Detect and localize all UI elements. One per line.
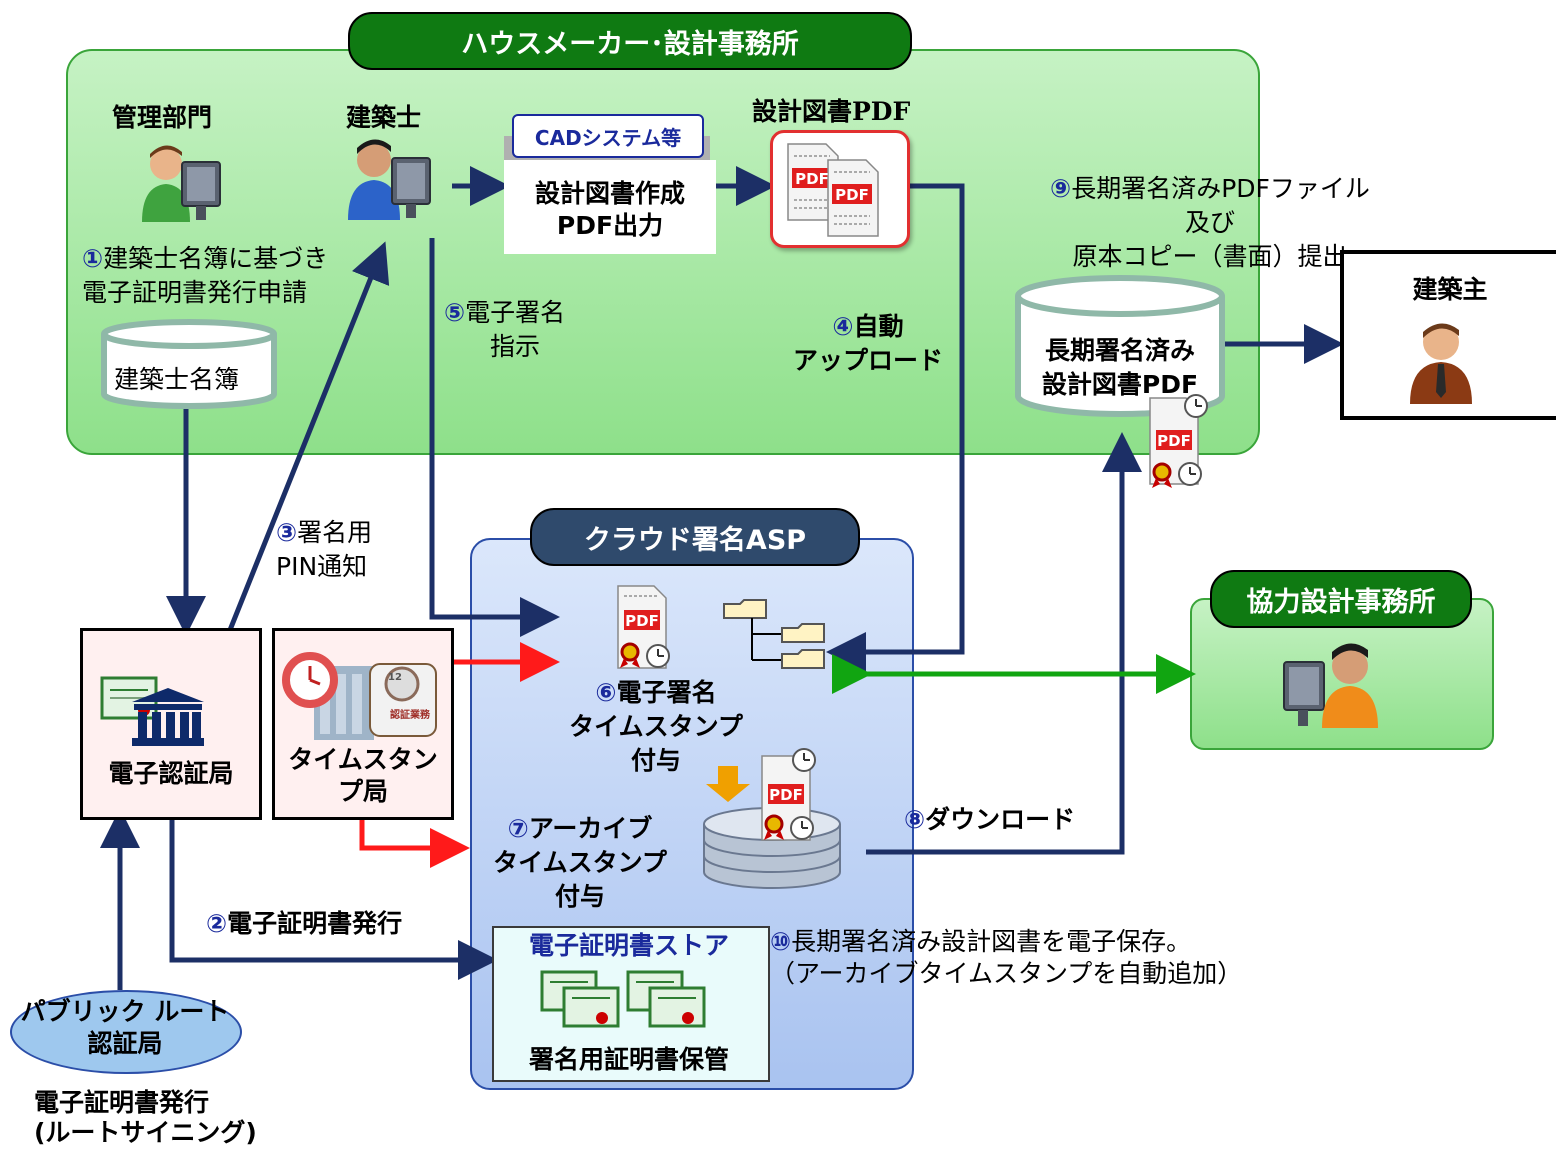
step6-line3: 付与 [630,746,681,775]
signed-db-text: 長期署名済み 設計図書PDF [1018,334,1222,402]
step1-line2: 電子証明書発行申請 [82,278,308,307]
ca-building-icon [100,676,204,746]
signed-pdf-icon [1149,394,1208,488]
step3-line1: 署名用 [297,518,373,547]
arrow-download [866,432,1142,855]
step7-text: ⑦アーカイブ タイムスタンプ 付与 [470,812,690,914]
owner-person-icon [1410,323,1472,404]
pdf-documents-icon [787,143,879,237]
tsa-line2: プ局 [337,777,388,806]
step10-number: ⑩ [770,927,792,956]
step1-number: ① [82,244,104,273]
root-ca-ellipse [10,990,242,1074]
step1-text: ①建築士名簿に基づき 電子証明書発行申請 [82,242,328,310]
archive-pdf-icon [761,748,816,841]
step7-number: ⑦ [507,814,529,843]
cert-store-title: 電子証明書ストア [528,931,729,960]
step2-text: ②電子証明書発行 [206,908,402,940]
step7-line3: 付与 [554,882,605,911]
arrow-auto-upload [826,183,965,672]
step5-line2: 指示 [490,332,541,361]
root-ca-line2: 認証局 [87,1029,163,1058]
cert-store-caption: 署名用証明書保管 [528,1045,729,1074]
step9-line2: 及び [1184,208,1235,237]
step4-text: ④自動 アップロード [778,310,958,378]
tsa-label: タイムスタン プ局 [272,744,454,808]
step9-line1: 長期署名済みPDFファイル [1071,174,1370,203]
step8-label: ダウンロード [925,805,1076,834]
certificates-icon [540,970,706,1028]
signed-pdf-db [1015,275,1225,417]
cad-line2: PDF出力 [556,211,664,240]
step9-line3: 原本コピー（書面）提出 [1072,242,1348,271]
architect-registry-db [101,319,277,409]
arrow-tsa-to-archive [359,818,470,868]
partner-person-icon [1283,643,1378,728]
tsa-seal-text: 認証業務 [390,710,430,721]
step6-line2: タイムスタンプ [569,712,743,741]
architect-person-icon [348,139,431,220]
tsa-line1: タイムスタン [288,745,438,774]
archive-pdf-label: PDF [769,786,803,804]
arrow-sign-instruction [429,238,560,637]
arrow-archive-down [706,766,750,802]
admin-label: 管理部門 [112,103,213,132]
step7-line2: タイムスタンプ [493,848,667,877]
pdf-title: 設計図書PDF [752,97,911,126]
partner-title: 協力設計事務所 [1210,570,1472,628]
arrow-cert-issue [169,816,498,980]
root-ca-line1: パブリック ルート [20,997,230,1026]
root-caption-line1: 電子証明書発行 [34,1088,210,1117]
step4-line2: アップロード [792,346,943,375]
step7-line1: アーカイブ [528,814,653,843]
cad-line1: 設計図書作成 [534,179,685,208]
architect-registry-label: 建築士名簿 [114,365,240,394]
step2-label: 電子証明書発行 [227,909,403,938]
step5-text: ⑤電子署名 指示 [444,296,565,364]
pdf-label-1: PDF [795,170,829,188]
step8-text: ⑧ダウンロード [904,804,1075,836]
step3-number: ③ [276,518,298,547]
step5-number: ⑤ [444,298,466,327]
architect-label: 建築士 [346,103,422,132]
step9-number: ⑨ [1050,174,1072,203]
step10-line2: （アーカイブタイムスタンプを自動追加） [770,959,1243,988]
cad-box [504,160,716,254]
step9-text: ⑨長期署名済みPDFファイル 及び 原本コピー（書面）提出 [1030,172,1390,274]
step6-line1: 電子署名 [616,678,717,707]
cloud-asp-title: クラウド署名ASP [530,508,860,566]
step10-line1: 長期署名済み設計図書を電子保存。 [791,927,1192,956]
ca-label: 電子認証局 [108,759,234,788]
step4-number: ④ [832,312,854,341]
step6-number: ⑥ [595,678,617,707]
step10-text: ⑩長期署名済み設計図書を電子保存。 （アーカイブタイムスタンプを自動追加） [770,926,1242,990]
owner-label: 建築主 [1412,275,1488,304]
root-caption-line2: (ルートサイニング) [34,1118,257,1147]
signed-db-line2: 設計図書PDF [1041,370,1199,399]
step3-text: ③署名用 PIN通知 [276,516,372,584]
house-maker-title: ハウスメーカー･設計事務所 [348,12,912,70]
root-ca-label: パブリック ルート 認証局 [10,996,240,1060]
step5-line1: 電子署名 [465,298,566,327]
step4-line1: 自動 [853,312,904,341]
cloud-pdf-label: PDF [625,612,659,630]
step3-line2: PIN通知 [276,552,368,581]
tsa-building-icon [282,652,437,740]
step6-text: ⑥電子署名 タイムスタンプ 付与 [546,676,766,778]
folder-tree-icon [723,599,825,669]
cloud-signed-pdf-icon [617,585,670,669]
signed-pdf-label: PDF [1157,432,1191,450]
arrow-pin-notice [227,241,390,631]
admin-person-icon [142,145,221,222]
cad-text: 設計図書作成 PDF出力 [504,178,716,242]
tsa-seal-number: 12 [388,672,402,683]
step2-number: ② [206,909,228,938]
root-caption: 電子証明書発行 (ルートサイニング) [34,1088,257,1148]
step1-line1: 建築士名簿に基づき [103,244,329,273]
signed-db-line1: 長期署名済み [1044,336,1195,365]
pdf-label-2: PDF [835,186,869,204]
step8-number: ⑧ [904,805,926,834]
cad-system-tag: CADシステム等 [512,114,704,158]
